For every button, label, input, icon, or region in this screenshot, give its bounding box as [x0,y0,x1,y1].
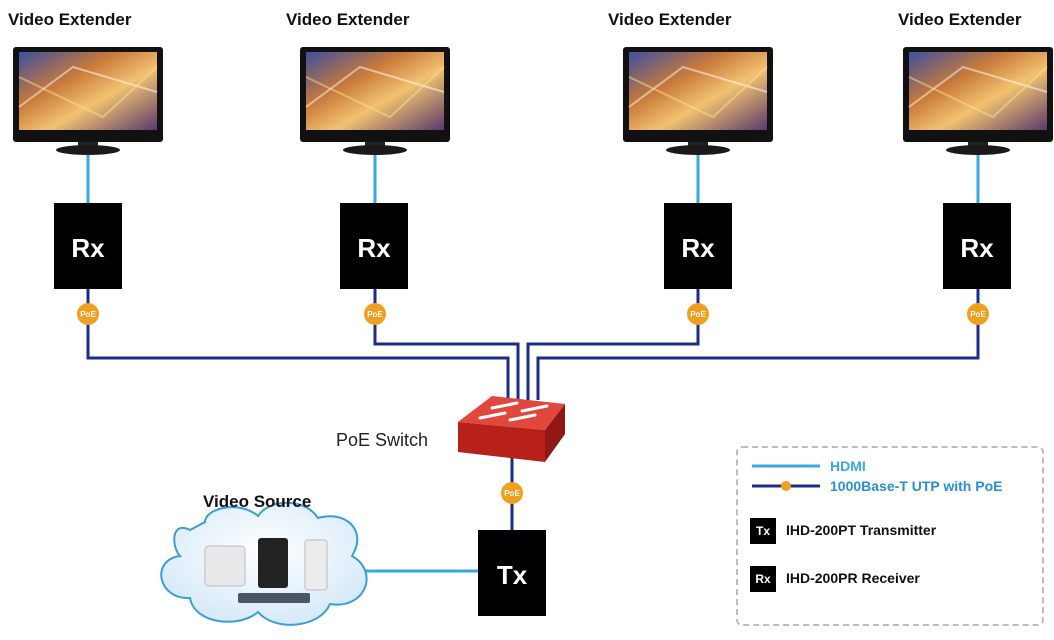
extender-1-title: Video Extender [8,10,132,29]
poe-dot-2: PoE [364,303,386,325]
hdmi-lines [86,150,980,573]
media-box-icon [204,545,246,587]
utp-line-3 [526,288,700,400]
poe-dot-switch-label: PoE [504,489,520,498]
legend-rx-badge: Rx [750,566,776,592]
poe-dot-3: PoE [687,303,709,325]
legend-tx-desc: IHD-200PT Transmitter [786,522,937,538]
poe-dot-switch: PoE [501,482,523,504]
legend-poe-dot [781,481,791,491]
dvd-player-icon [238,593,310,603]
extender-2-title: Video Extender [286,10,410,29]
rx-box-3: Rx [664,203,732,289]
rx-box-4: Rx [943,203,1011,289]
rx-box-2: Rx [340,203,408,289]
rx-box-4-label: Rx [960,233,994,263]
monitor-4 [903,47,1053,155]
legend-rx-desc: IHD-200PR Receiver [786,570,920,586]
monitor-1 [13,47,163,155]
legend-line-samples [752,464,820,491]
extender-4-title: Video Extender [898,10,1022,29]
rx-box-3-label: Rx [681,233,715,263]
poe-dot-4: PoE [967,303,989,325]
rx-box-2-label: Rx [357,233,391,263]
poe-dot-1-label: PoE [80,310,96,319]
rx-box-1: Rx [54,203,122,289]
poe-dot-1: PoE [77,303,99,325]
video-source-cloud [160,501,368,626]
nas-device-icon [258,538,288,588]
legend-utp-label: 1000Base-T UTP with PoE [830,478,1003,494]
extender-3-title: Video Extender [608,10,732,29]
video-source-label: Video Source [203,492,312,511]
legend: HDMI 1000Base-T UTP with PoE Tx IHD-200P… [736,446,1044,626]
monitor-3 [623,47,773,155]
tx-box: Tx [478,530,546,616]
poe-switch-icon [458,396,565,462]
monitor-2 [300,47,450,155]
legend-hdmi-label: HDMI [830,458,866,474]
poe-dot-4-label: PoE [970,310,986,319]
game-console-icon [304,539,328,591]
poe-dot-2-label: PoE [367,310,383,319]
poe-switch-label: PoE Switch [336,430,429,450]
utp-line-2 [373,288,520,400]
legend-tx-badge: Tx [750,518,776,544]
rx-box-1-label: Rx [71,233,105,263]
poe-dot-3-label: PoE [690,310,706,319]
tx-box-label: Tx [497,560,528,590]
